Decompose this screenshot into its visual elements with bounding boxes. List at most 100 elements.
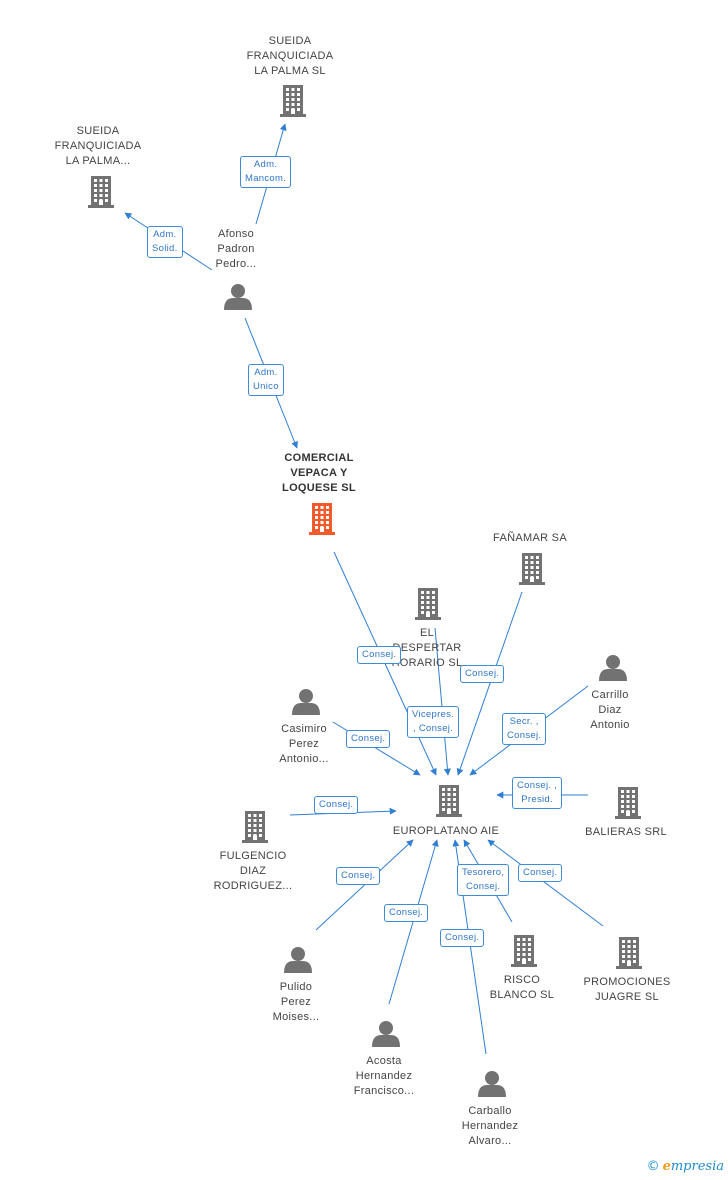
person-icon-acosta[interactable]: [372, 1021, 400, 1047]
node-label-line: EL: [419, 627, 435, 639]
node-label-balieras[interactable]: BALIERAS SRL: [566, 825, 686, 840]
node-label-line: COMERCIAL: [284, 452, 354, 464]
brand-initial: e: [662, 1159, 671, 1174]
node-label-line: Perez: [280, 996, 312, 1008]
node-label-europlatano[interactable]: EUROPLATANO AIE: [386, 824, 506, 839]
building-icon-promociones[interactable]: [616, 937, 642, 969]
edge-label-afonso[interactable]: Adm. Unico: [248, 364, 284, 396]
node-label-fulgencio[interactable]: FULGENCIO DIAZ RODRIGUEZ...: [193, 849, 313, 894]
node-label-line: JUAGRE SL: [595, 991, 659, 1003]
edge-label-line: Consej.: [389, 907, 424, 918]
edge-label-line: Vicepres.: [412, 709, 455, 720]
person-icon-carrillo[interactable]: [599, 655, 627, 681]
building-icon-comercial[interactable]: [309, 503, 335, 535]
edge-label-line: Consej.: [341, 870, 376, 881]
edge-label-carrillo[interactable]: Secr. , Consej.: [502, 713, 547, 745]
node-label-line: SUEIDA: [76, 125, 120, 137]
node-label-line: LA PALMA...: [65, 155, 131, 167]
edge-label-fanamar[interactable]: Consej.: [460, 665, 505, 683]
node-label-line: Casimiro: [281, 723, 327, 735]
node-label-line: DIAZ: [239, 865, 267, 877]
node-label-line: RODRIGUEZ...: [213, 880, 293, 892]
node-label-line: LOQUESE SL: [282, 482, 356, 494]
building-icon-sueida2[interactable]: [88, 176, 114, 208]
edge-label-promociones[interactable]: Consej.: [518, 864, 563, 882]
node-label-line: Pulido: [279, 981, 313, 993]
edge-label-line: Consej. ,: [517, 780, 558, 791]
brand-name: mpresia: [670, 1159, 724, 1174]
node-label-line: Antonio: [590, 719, 630, 731]
edge-label-pulido[interactable]: Consej.: [336, 867, 381, 885]
edge-label-balieras[interactable]: Consej. ,Presid.: [512, 777, 563, 809]
node-label-line: Antonio...: [279, 753, 329, 765]
building-icon-risco[interactable]: [511, 935, 537, 967]
edge-label-acosta[interactable]: Consej.: [384, 904, 429, 922]
edge-label-line: Consej.: [507, 730, 542, 741]
node-label-line: Carballo: [468, 1105, 512, 1117]
person-icon-carballo[interactable]: [478, 1071, 506, 1097]
building-icon-fanamar[interactable]: [519, 553, 545, 585]
edge-label-afonso[interactable]: Adm.Mancom.: [240, 156, 292, 188]
person-icon-afonso[interactable]: [224, 284, 252, 310]
edge-label-line: Adm.: [254, 367, 278, 378]
node-label-line: Hernandez: [355, 1070, 413, 1082]
edge-promociones-to-europlatano: [487, 839, 604, 927]
edge-despertar-to-europlatano: [434, 627, 451, 776]
edge-label-line: Consej.: [351, 733, 386, 744]
edge-label-line: Solid.: [152, 243, 178, 254]
node-label-fanamar[interactable]: FAÑAMAR SA: [470, 531, 590, 546]
node-label-comercial[interactable]: COMERCIAL VEPACA Y LOQUESE SL: [259, 451, 379, 496]
node-label-line: Diaz: [598, 704, 622, 716]
node-label-line: FRANQUICIADA: [246, 50, 334, 62]
node-label-line: EUROPLATANO AIE: [392, 825, 500, 837]
node-label-line: FULGENCIO: [219, 850, 287, 862]
node-label-line: RISCO: [503, 974, 541, 986]
empresia-copyright[interactable]: ©empresia: [647, 1159, 724, 1174]
node-label-line: Francisco...: [353, 1085, 415, 1097]
edge-label-despertar[interactable]: Vicepres. , Consej.: [407, 706, 460, 738]
node-label-line: VEPACA Y: [290, 467, 348, 479]
node-label-line: LA PALMA SL: [254, 65, 326, 77]
edge-label-line: Tesorero,: [462, 867, 505, 878]
edge-label-afonso[interactable]: Adm. Solid.: [147, 226, 183, 258]
node-label-promociones[interactable]: PROMOCIONES JUAGRE SL: [567, 975, 687, 1005]
node-label-line: FRANQUICIADA: [54, 140, 142, 152]
edge-label-fulgencio[interactable]: Consej.: [314, 796, 359, 814]
building-icon-despertar[interactable]: [415, 588, 441, 620]
edge-label-line: , Consej.: [412, 723, 454, 734]
person-icon-casimiro[interactable]: [292, 689, 320, 715]
building-icon-balieras[interactable]: [615, 787, 641, 819]
edge-label-line: Consej.: [362, 649, 397, 660]
node-label-sueida2[interactable]: SUEIDA FRANQUICIADA LA PALMA...: [38, 124, 158, 169]
building-icon-fulgencio[interactable]: [242, 811, 268, 843]
edge-label-carballo[interactable]: Consej.: [440, 929, 485, 947]
node-label-line: Carrillo: [591, 689, 629, 701]
edge-label-line: Consej.: [319, 799, 354, 810]
edge-label-casimiro[interactable]: Consej.: [346, 730, 391, 748]
edge-label-comercial[interactable]: Consej.: [357, 646, 402, 664]
edge-label-line: Consej.: [465, 668, 500, 679]
building-icon-europlatano[interactable]: [436, 785, 462, 817]
node-label-line: Perez: [288, 738, 320, 750]
icons-layer: [88, 85, 642, 1097]
building-icon-sueida1[interactable]: [280, 85, 306, 117]
edge-label-risco[interactable]: Tesorero,Consej.: [457, 864, 510, 896]
edge-label-line: Adm.: [153, 229, 177, 240]
node-label-line: BALIERAS SRL: [585, 826, 667, 838]
edge-label-line: Secr. ,: [509, 716, 539, 727]
edge-label-line: Adm.: [253, 159, 278, 170]
node-label-line: PROMOCIONES: [583, 976, 671, 988]
person-icon-pulido[interactable]: [284, 947, 312, 973]
node-label-line: Alvaro...: [468, 1135, 512, 1147]
edge-label-line: Unico: [253, 381, 279, 392]
